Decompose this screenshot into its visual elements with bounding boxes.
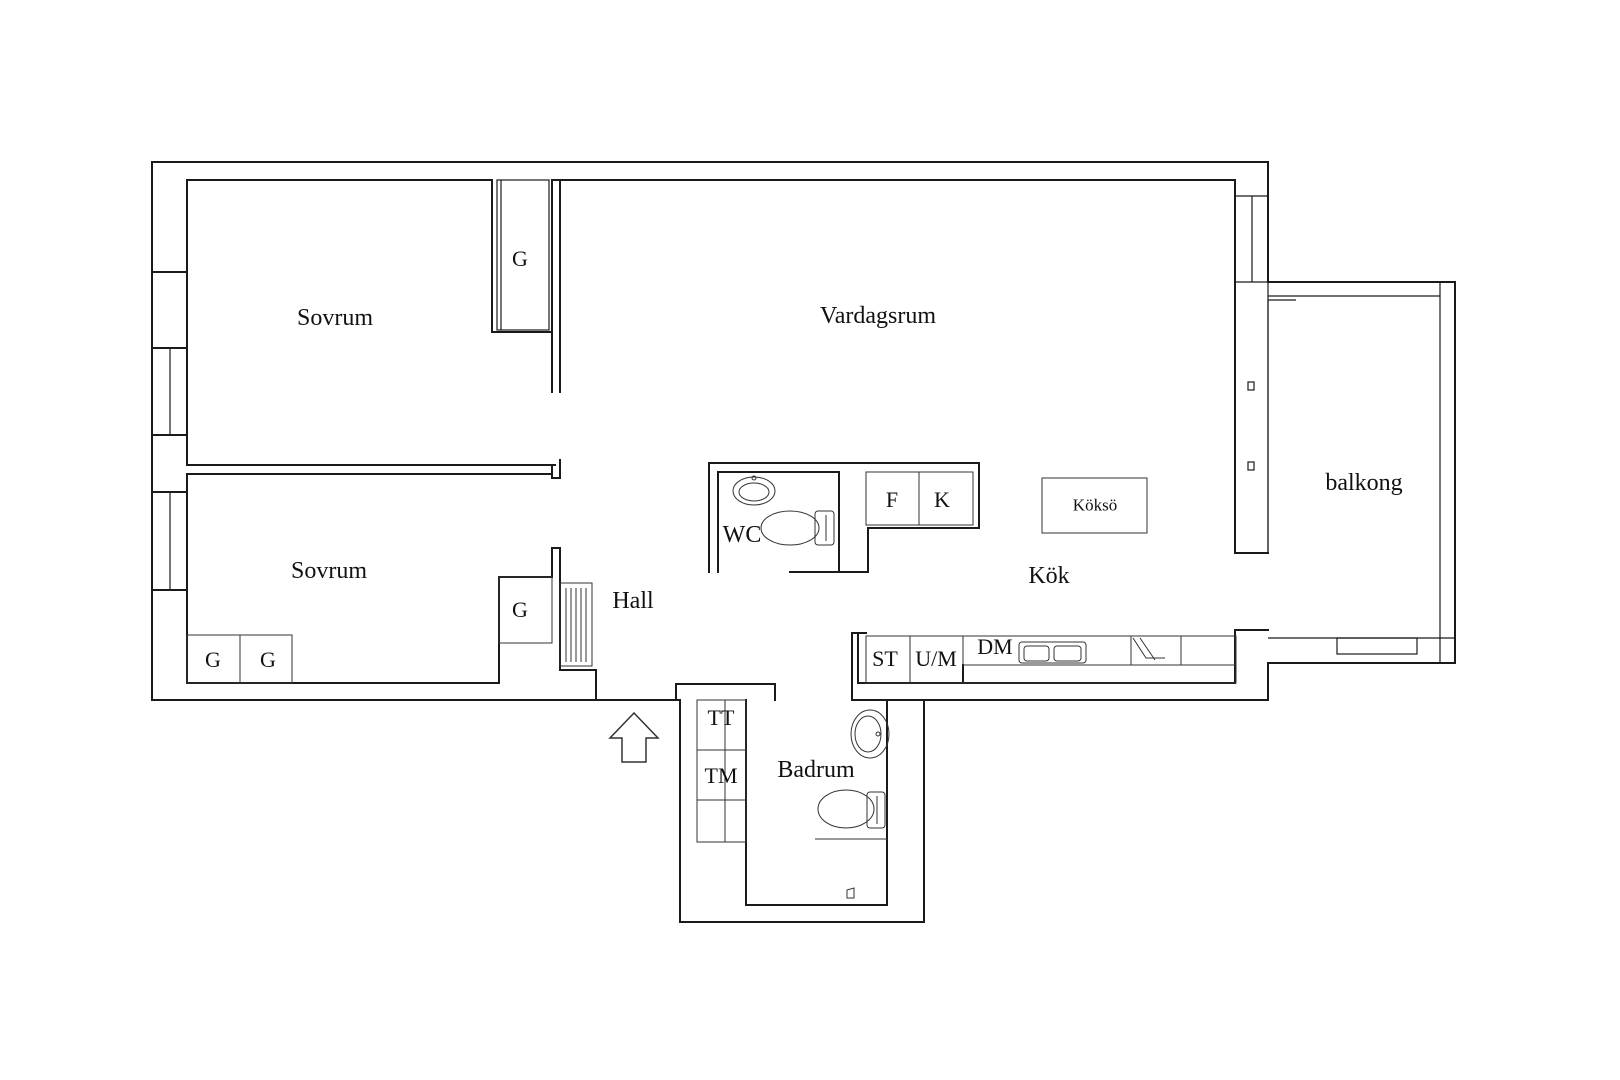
fixture-label-oven-micro: U/M: [915, 646, 957, 671]
fixture-label-wardrobe-top: G: [512, 246, 528, 271]
fixtures: [186, 471, 1237, 899]
interior-walls: [186, 179, 1269, 906]
fixture-label-wardrobe-left-1: G: [205, 647, 221, 672]
room-label-badrum: Badrum: [777, 757, 855, 783]
room-label-sovrum-top: Sovrum: [296, 305, 374, 331]
room-label-vardagsrum: Vardagsrum: [820, 303, 936, 329]
room-label-sovrum-bottom: Sovrum: [290, 558, 368, 584]
entry-arrow: [608, 711, 660, 763]
fixture-label-stove: ST: [872, 646, 898, 671]
room-label-kok: Kök: [1028, 563, 1070, 589]
fixture-label-dryer: TT: [707, 705, 735, 730]
fixture-label-kitchen-island: Köksö: [1072, 495, 1118, 515]
fixture-label-wardrobe-hall: G: [512, 597, 528, 622]
windows: [496, 179, 1455, 663]
fixture-label-washer: TM: [704, 763, 738, 788]
fixture-label-fridge: F: [885, 487, 899, 512]
room-label-balkong: balkong: [1325, 470, 1403, 496]
fixture-label-freezer: K: [934, 487, 950, 512]
fixture-label-dishwasher: DM: [977, 634, 1013, 659]
fixture-label-wardrobe-left-2: G: [260, 647, 276, 672]
outer-walls: [151, 161, 1456, 923]
room-label-hall: Hall: [612, 588, 654, 614]
room-label-wc: WC: [722, 522, 762, 548]
